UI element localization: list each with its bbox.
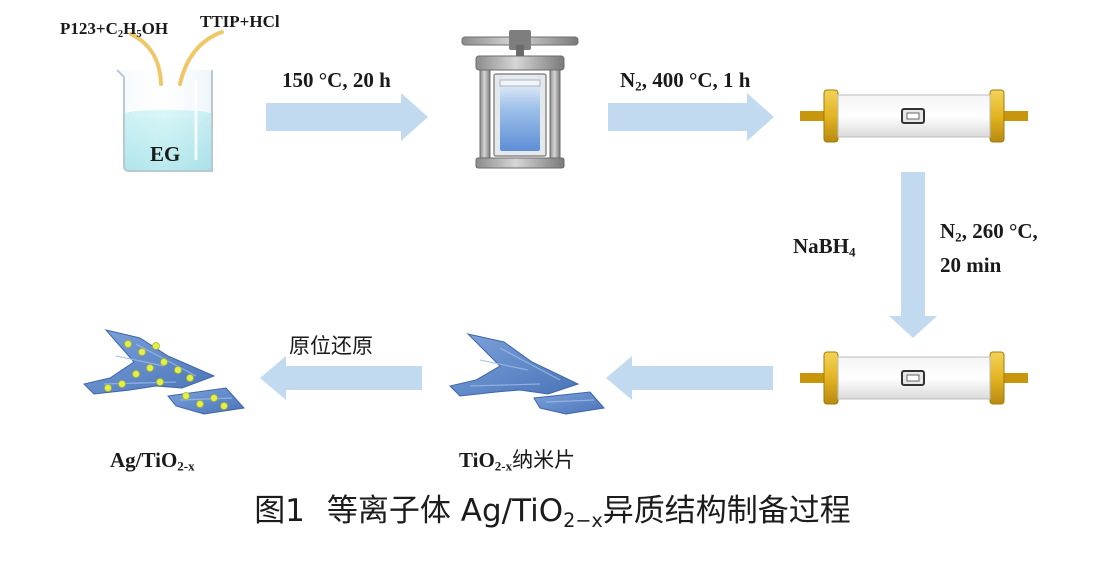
nanosheet-product-label: TiO2-x纳米片 xyxy=(459,448,576,474)
tio2-nanosheets xyxy=(449,333,605,415)
arrow-step4 xyxy=(606,356,773,400)
figure-number: 图1 xyxy=(254,493,305,529)
figure-caption: 图1 等离子体 Ag/TiO2−x异质结构制备过程 xyxy=(0,493,1105,533)
step3-conditions-line2: 20 min xyxy=(940,253,1002,277)
reagent-right-label: TTIP+HCl xyxy=(200,12,280,31)
arrow-step3 xyxy=(889,172,937,338)
beaker-label: EG xyxy=(150,142,181,166)
arrow-step2 xyxy=(608,93,774,141)
beaker xyxy=(116,30,224,172)
step2-label: N2, 400 °C, 1 h xyxy=(620,68,751,94)
step5-label: 原位还原 xyxy=(289,334,373,358)
reagent-left-label: P123+C2H5OH xyxy=(60,19,169,40)
caption-subscript: 2−x xyxy=(563,509,603,533)
ag-tio2-nanosheets xyxy=(83,329,245,415)
caption-text-before: 等离子体 Ag/TiO xyxy=(326,493,564,529)
ag-nanoparticles xyxy=(104,340,228,410)
tube-furnace-2 xyxy=(800,351,1028,405)
caption-text-after: 异质结构制备过程 xyxy=(602,493,851,529)
step1-label: 150 °C, 20 h xyxy=(282,68,391,92)
autoclave xyxy=(461,30,579,169)
arrow-step5 xyxy=(260,356,422,400)
pour-stream-right xyxy=(178,30,224,86)
final-product-label: Ag/TiO2-x xyxy=(110,448,195,474)
tube-furnace-1 xyxy=(800,89,1028,143)
arrow-step1 xyxy=(266,93,428,141)
step3-conditions-line1: N2, 260 °C, xyxy=(940,219,1038,245)
autoclave-liner-liquid xyxy=(500,85,540,151)
pour-stream-left xyxy=(129,32,163,86)
step3-reagent-label: NaBH4 xyxy=(793,234,856,260)
